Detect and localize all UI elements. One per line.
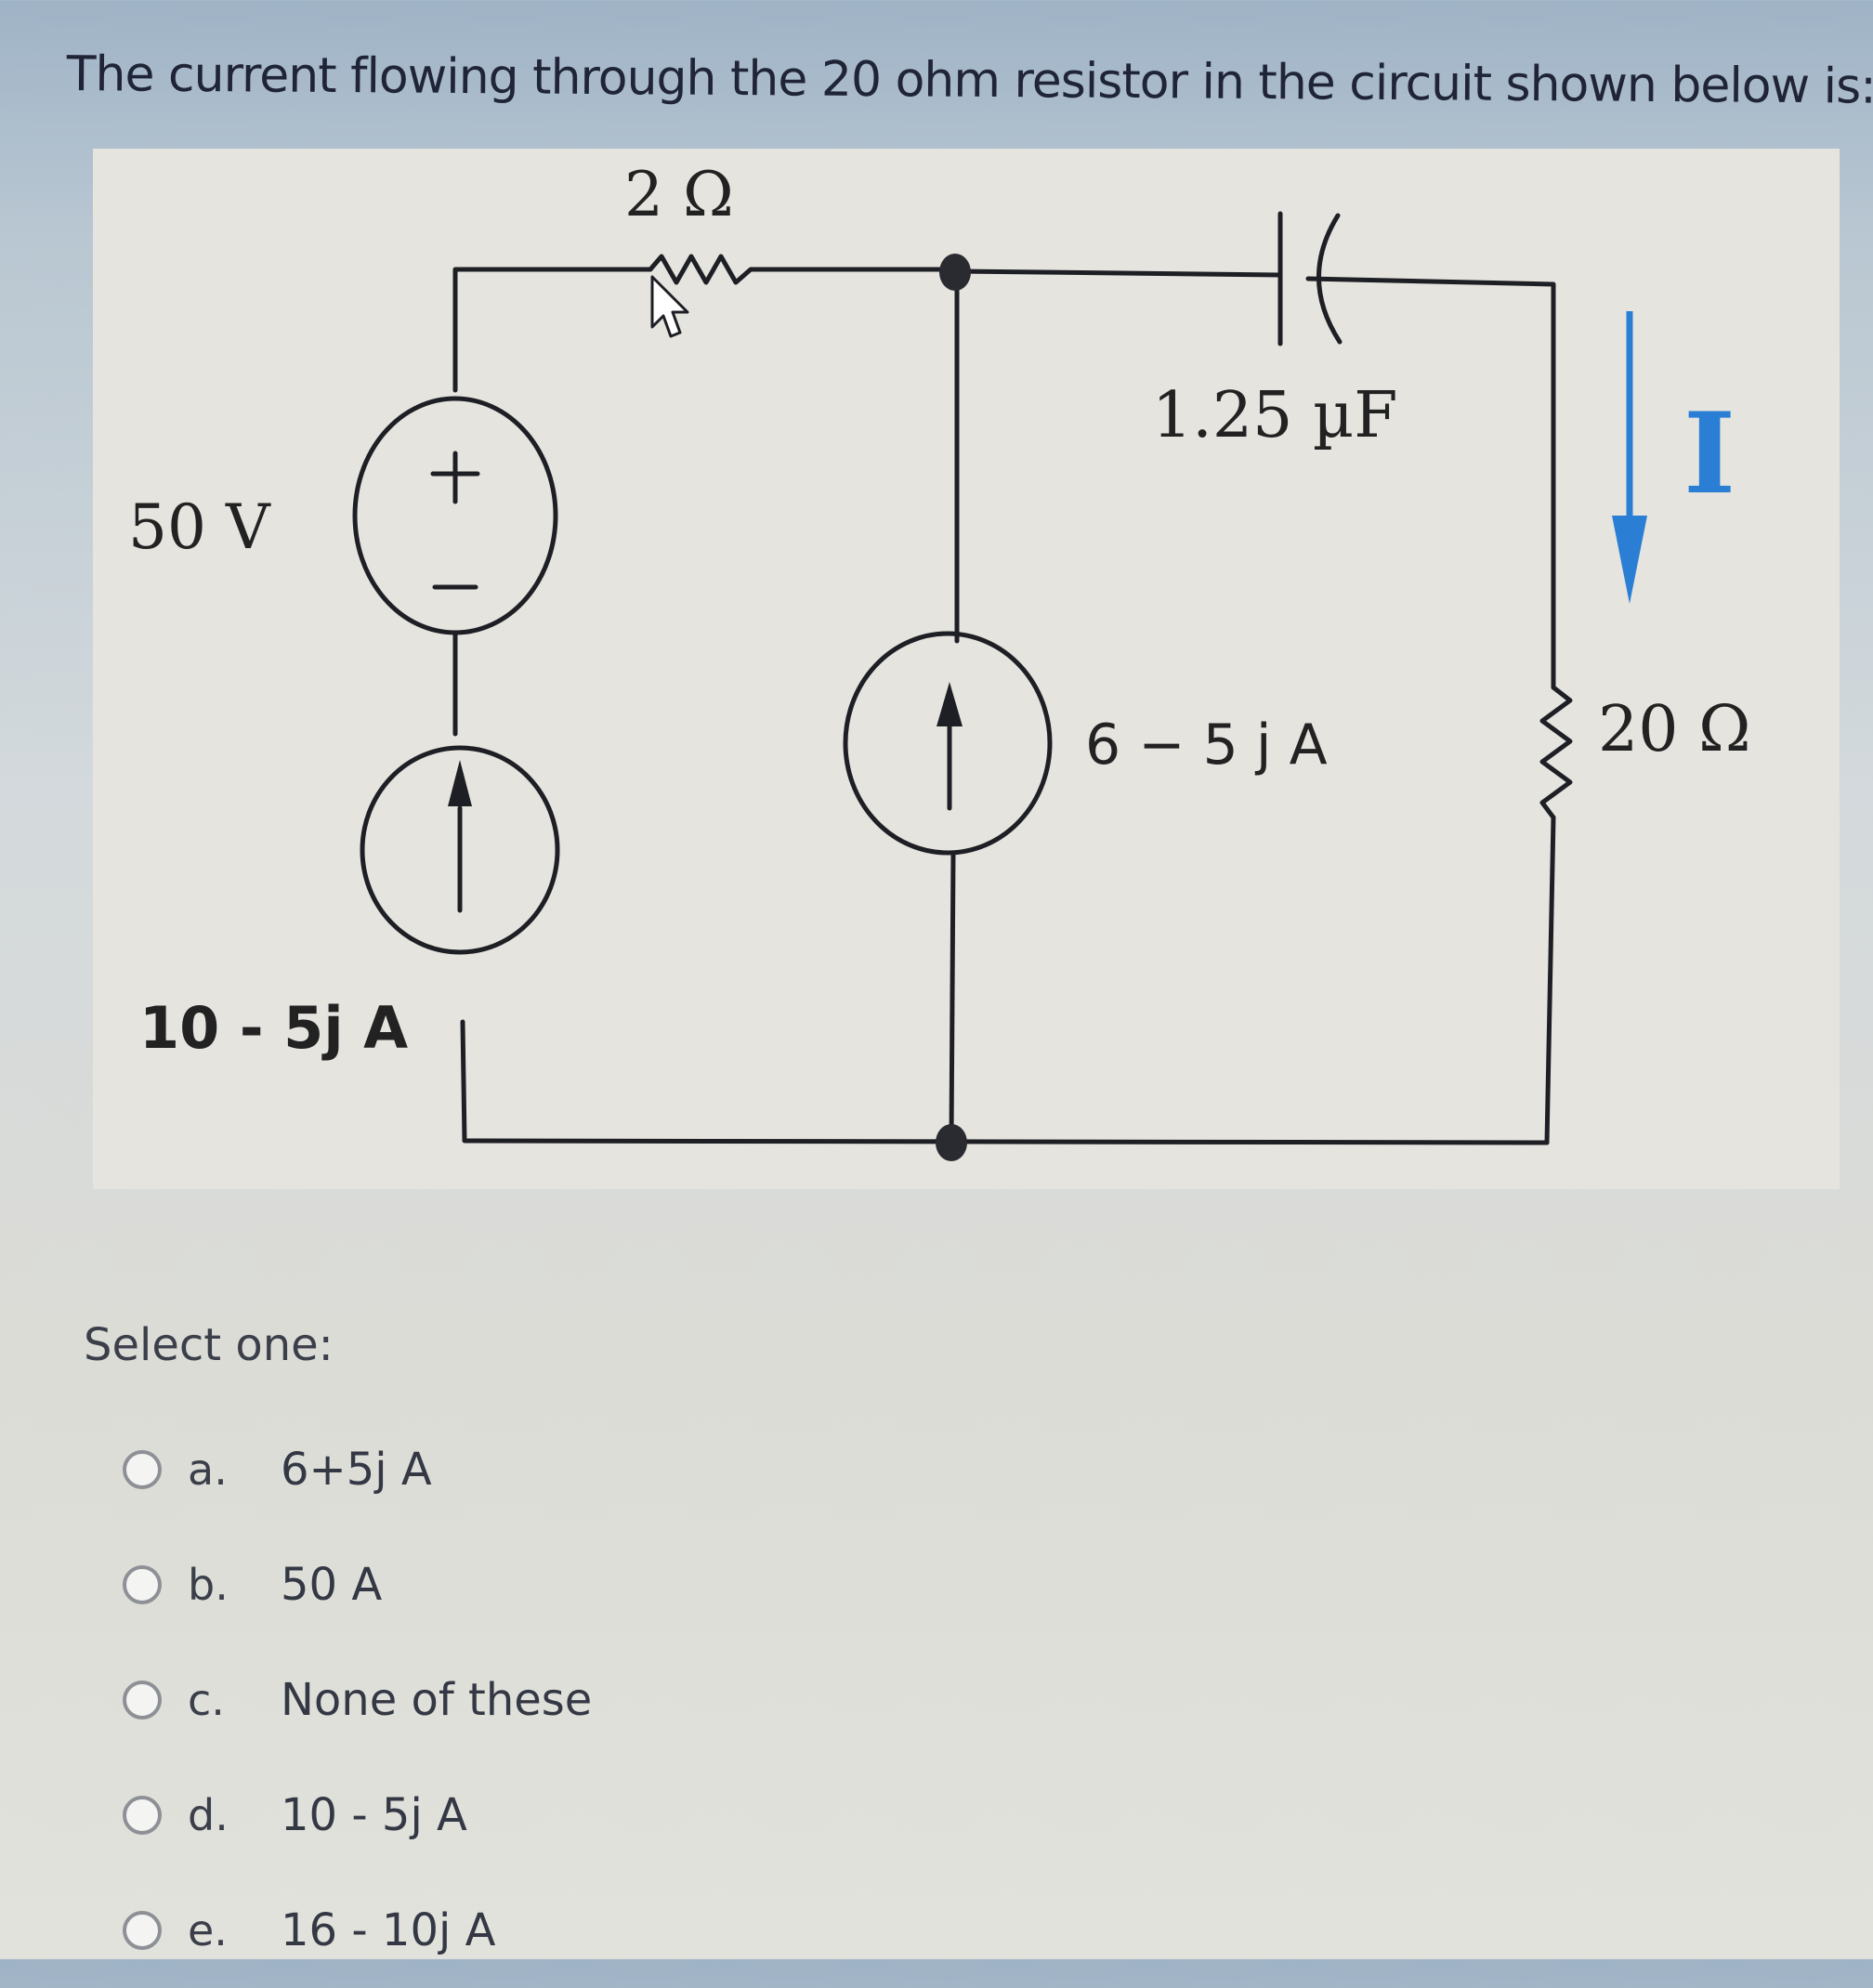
option-c[interactable]: c. None of these: [84, 1642, 592, 1758]
radio-button-d[interactable]: [123, 1796, 162, 1835]
option-a[interactable]: a. 6+5j A: [84, 1412, 592, 1527]
resistor-2ohm-label: 2 Ω: [624, 159, 734, 230]
middle-current-source-icon: [843, 631, 1053, 856]
wire-bottom: [460, 1019, 1550, 1145]
option-b[interactable]: b. 50 A: [84, 1527, 592, 1642]
radio-button-c[interactable]: [123, 1681, 162, 1720]
plus-sign-icon: [430, 451, 480, 504]
wire-right-top: [1305, 276, 1556, 690]
wire-middle-bottom: [949, 850, 956, 1144]
resistor-20ohm-icon: [1539, 685, 1573, 820]
option-letter: d.: [188, 1790, 229, 1840]
wire-to-capacitor: [954, 268, 1283, 278]
option-letter: e.: [188, 1905, 228, 1955]
circuit-diagram: 2 Ω 1.25 µF 50 V 10 - 5j A 6 − 5 j A 20 …: [128, 159, 1751, 1161]
option-text[interactable]: 16 - 10j A: [281, 1904, 496, 1956]
option-letter: b.: [188, 1560, 229, 1610]
radio-button-b[interactable]: [123, 1565, 162, 1604]
current-arrow-label: I: [1683, 388, 1735, 519]
option-e[interactable]: e. 16 - 10j A: [84, 1873, 592, 1988]
answer-options: Select one: a. 6+5j A b. 50 A c. None of…: [84, 1319, 592, 1988]
option-letter: c.: [188, 1675, 225, 1725]
junction-bottom-dot: [936, 1124, 967, 1161]
left-current-source-icon: [360, 745, 560, 955]
radio-button-a[interactable]: [123, 1450, 162, 1489]
voltage-source-icon: [352, 396, 558, 635]
middle-current-source-label: 6 − 5 j A: [1085, 713, 1328, 778]
voltage-source-label: 50 V: [128, 491, 271, 563]
current-direction-arrow-icon: [1612, 311, 1647, 604]
left-current-arrow-head: [448, 760, 472, 806]
capacitor-label: 1.25 µF: [1152, 379, 1397, 452]
option-text[interactable]: 50 A: [281, 1559, 383, 1611]
left-current-source-label: 10 - 5j A: [139, 994, 408, 1062]
wire-right-bottom: [1544, 815, 1556, 1145]
resistor-20ohm-label: 20 Ω: [1598, 693, 1751, 766]
wire-left-top: [452, 267, 653, 393]
mouse-cursor-icon: [650, 275, 689, 338]
select-one-prompt: Select one:: [84, 1319, 334, 1371]
radio-button-e[interactable]: [123, 1911, 162, 1950]
option-letter: a.: [188, 1445, 228, 1495]
option-text[interactable]: None of these: [281, 1674, 593, 1726]
middle-current-arrow-head: [936, 682, 963, 726]
resistor-2ohm-icon: [648, 254, 774, 285]
junction-top-dot: [939, 254, 971, 291]
option-text[interactable]: 10 - 5j A: [281, 1789, 467, 1841]
option-text[interactable]: 6+5j A: [281, 1444, 432, 1496]
option-d[interactable]: d. 10 - 5j A: [84, 1758, 592, 1873]
